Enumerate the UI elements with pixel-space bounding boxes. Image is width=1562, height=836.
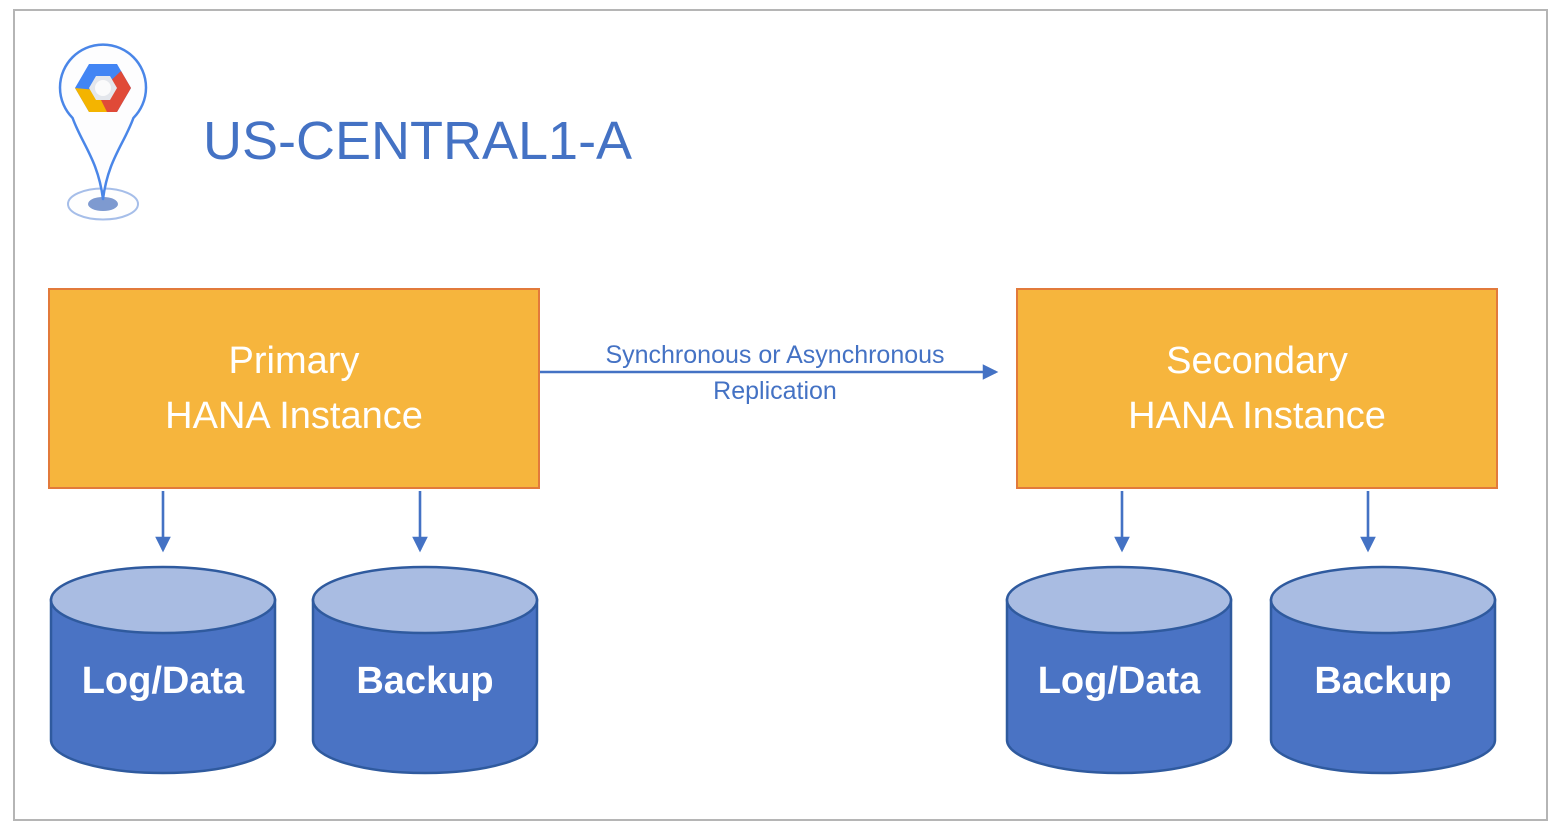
disk-label: Backup xyxy=(1314,659,1452,702)
primary-node-label-line2: HANA Instance xyxy=(165,394,423,437)
secondary-hana-instance-node: Secondary HANA Instance xyxy=(1016,288,1498,489)
pin-base-dot xyxy=(88,197,118,211)
database-cylinder-icon xyxy=(1005,565,1233,775)
gcp-location-pin-icon xyxy=(58,43,148,221)
secondary-node-label-line2: HANA Instance xyxy=(1128,394,1386,437)
gcp-hexagon-logo-icon xyxy=(75,64,131,112)
disk-secondary-backup: Backup xyxy=(1268,564,1498,776)
disk-primary-backup: Backup xyxy=(310,564,540,776)
disk-label: Log/Data xyxy=(1037,659,1201,702)
replication-label-line2: Replication xyxy=(713,377,837,405)
disk-secondary-log-data: Log/Data xyxy=(1004,564,1234,776)
database-cylinder-icon xyxy=(1269,565,1497,775)
zone-title: US-CENTRAL1-A xyxy=(203,111,633,171)
primary-hana-instance-node: Primary HANA Instance xyxy=(48,288,540,489)
disk-label: Log/Data xyxy=(81,659,245,702)
secondary-node-label-line1: Secondary xyxy=(1166,339,1348,382)
database-cylinder-icon xyxy=(311,565,539,775)
replication-label-line1: Synchronous or Asynchronous xyxy=(605,341,945,369)
disk-label: Backup xyxy=(356,659,494,702)
primary-node-label-line1: Primary xyxy=(228,339,360,382)
database-cylinder-icon xyxy=(49,565,277,775)
disk-primary-log-data: Log/Data xyxy=(48,564,278,776)
